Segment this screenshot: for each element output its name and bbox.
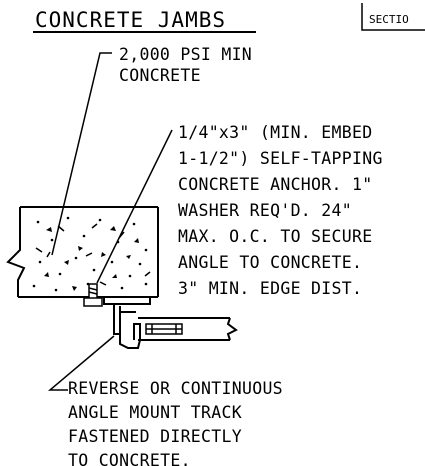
track-note-line-1: REVERSE OR CONTINUOUS bbox=[68, 379, 283, 398]
door-panel bbox=[138, 317, 238, 341]
callout-concrete-line-2: CONCRETE bbox=[119, 66, 201, 85]
callout-concrete-strength: 2,000 PSI MIN CONCRETE bbox=[51, 45, 252, 256]
track-note-line-2: ANGLE MOUNT TRACK bbox=[68, 403, 242, 422]
section-tag-border bbox=[361, 3, 425, 31]
callout-angle-track: REVERSE OR CONTINUOUS ANGLE MOUNT TRACK … bbox=[47, 335, 283, 466]
concrete-hatch bbox=[32, 216, 151, 292]
anchor-spec-line-3: CONCRETE ANCHOR. 1" bbox=[178, 175, 372, 194]
anchor-spec-line-7: 3" MIN. EDGE DIST. bbox=[178, 279, 362, 298]
callout-anchor-spec: 1/4"x3" (MIN. EMBED 1-1/2") SELF-TAPPING… bbox=[96, 123, 383, 298]
concrete-anchor-bolt bbox=[83, 283, 103, 307]
angle-vertical-leg bbox=[113, 304, 121, 335]
door-panel-break bbox=[226, 317, 238, 341]
angle-horizontal-leg bbox=[103, 297, 151, 305]
callout-concrete-line-1: 2,000 PSI MIN bbox=[119, 45, 252, 64]
anchor-washer-head bbox=[83, 297, 103, 307]
anchor-spec-line-4: WASHER REQ'D. 24" bbox=[178, 201, 352, 220]
angle-mount-track bbox=[103, 297, 151, 349]
section-tag-label: SECTIO bbox=[369, 13, 409, 26]
anchor-spec-line-1: 1/4"x3" (MIN. EMBED bbox=[178, 123, 372, 142]
wall-break-line bbox=[6, 207, 26, 297]
track-note-line-4: TO CONCRETE. bbox=[68, 451, 191, 466]
section-tag: SECTIO bbox=[361, 3, 425, 31]
concrete-wall-section bbox=[6, 206, 159, 298]
track-roller-guide bbox=[119, 323, 141, 349]
anchor-spec-line-2: 1-1/2") SELF-TAPPING bbox=[178, 149, 383, 168]
detail-title: CONCRETE JAMBS bbox=[35, 8, 226, 32]
leader-line-track bbox=[47, 335, 115, 391]
anchor-spec-line-5: MAX. O.C. TO SECURE bbox=[178, 227, 372, 246]
leader-line-concrete bbox=[51, 52, 112, 256]
anchor-spec-line-6: ANGLE TO CONCRETE. bbox=[178, 253, 362, 272]
track-note-line-3: FASTENED DIRECTLY bbox=[68, 427, 242, 446]
